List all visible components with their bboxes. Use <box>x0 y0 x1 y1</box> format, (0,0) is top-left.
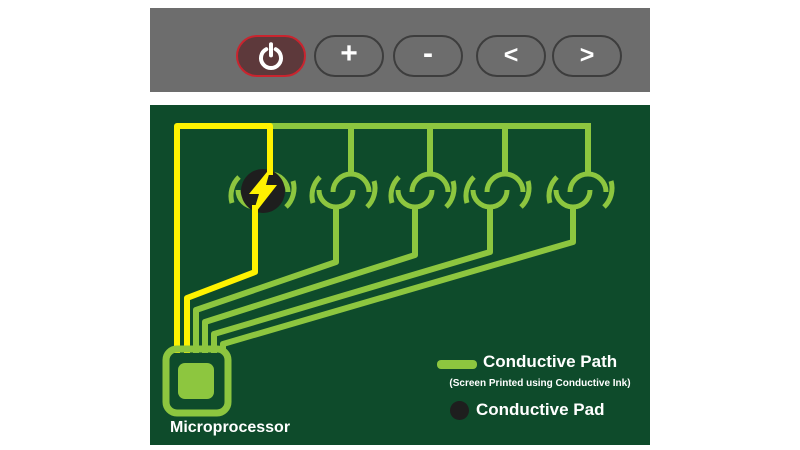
pad-contact-cup <box>470 189 510 210</box>
pad-contact-cup <box>316 189 356 210</box>
keypad-button-glyph: + <box>340 37 358 70</box>
microprocessor-chip-core <box>178 363 214 399</box>
pcb-panel: Microprocessor Conductive Path (Screen P… <box>150 105 650 445</box>
pad-contact-dome <box>409 171 451 193</box>
conductive-path-signal-active <box>184 205 258 353</box>
keypad-button-minus[interactable]: - <box>393 35 463 77</box>
pad-contact-arc-left <box>546 175 559 204</box>
legend-conductive-pad-label: Conductive Pad <box>476 400 605 419</box>
conductive-path-common-active <box>174 123 273 353</box>
pad-contact-arc-right <box>519 180 532 209</box>
keypad-button-power[interactable] <box>236 35 306 77</box>
microprocessor-chip-outline <box>162 345 232 417</box>
pad-contact-arc-left <box>309 175 322 204</box>
power-icon <box>259 42 283 70</box>
pad-contact-arc-right <box>602 180 615 209</box>
pad-contact-cup <box>395 189 435 210</box>
pad-contact-cup <box>553 189 593 210</box>
legend-conductive-path-swatch <box>437 360 477 369</box>
keypad-button-left[interactable]: < <box>476 35 546 77</box>
legend-conductive-pad-dot <box>450 401 469 420</box>
lightning-bolt-icon <box>249 167 277 217</box>
pad-contact-arc-left <box>388 175 401 204</box>
pad-contact-dome <box>484 171 526 193</box>
pad-contact-arc-right <box>365 180 378 209</box>
pad-contact-dome <box>330 171 372 193</box>
keypad-button-plus[interactable]: + <box>314 35 384 77</box>
pad-contact-arc-right <box>284 180 297 209</box>
pad-contact-arc-left <box>228 175 241 204</box>
pcb-diagram <box>162 123 615 417</box>
keypad-button-right[interactable]: > <box>552 35 622 77</box>
keypad-button-glyph: > <box>579 40 595 69</box>
conductive-path-signal-2 <box>193 207 339 353</box>
conductive-path-signal-3 <box>202 207 418 353</box>
microprocessor-label: Microprocessor <box>170 419 291 436</box>
legend-conductive-path-label: Conductive Path <box>483 352 618 371</box>
legend-conductive-path-subtext: (Screen Printed using Conductive Ink) <box>449 378 631 389</box>
keypad-button-glyph: < <box>503 40 519 69</box>
conductive-path-signal-4 <box>211 207 493 353</box>
keypad-button-glyph: - <box>423 37 433 70</box>
pad-contact-arc-right <box>444 180 457 209</box>
pad-contact-dome <box>567 171 609 193</box>
pad-contact-arc-left <box>463 175 476 204</box>
keypad-button-bar: + - < > <box>150 8 650 92</box>
